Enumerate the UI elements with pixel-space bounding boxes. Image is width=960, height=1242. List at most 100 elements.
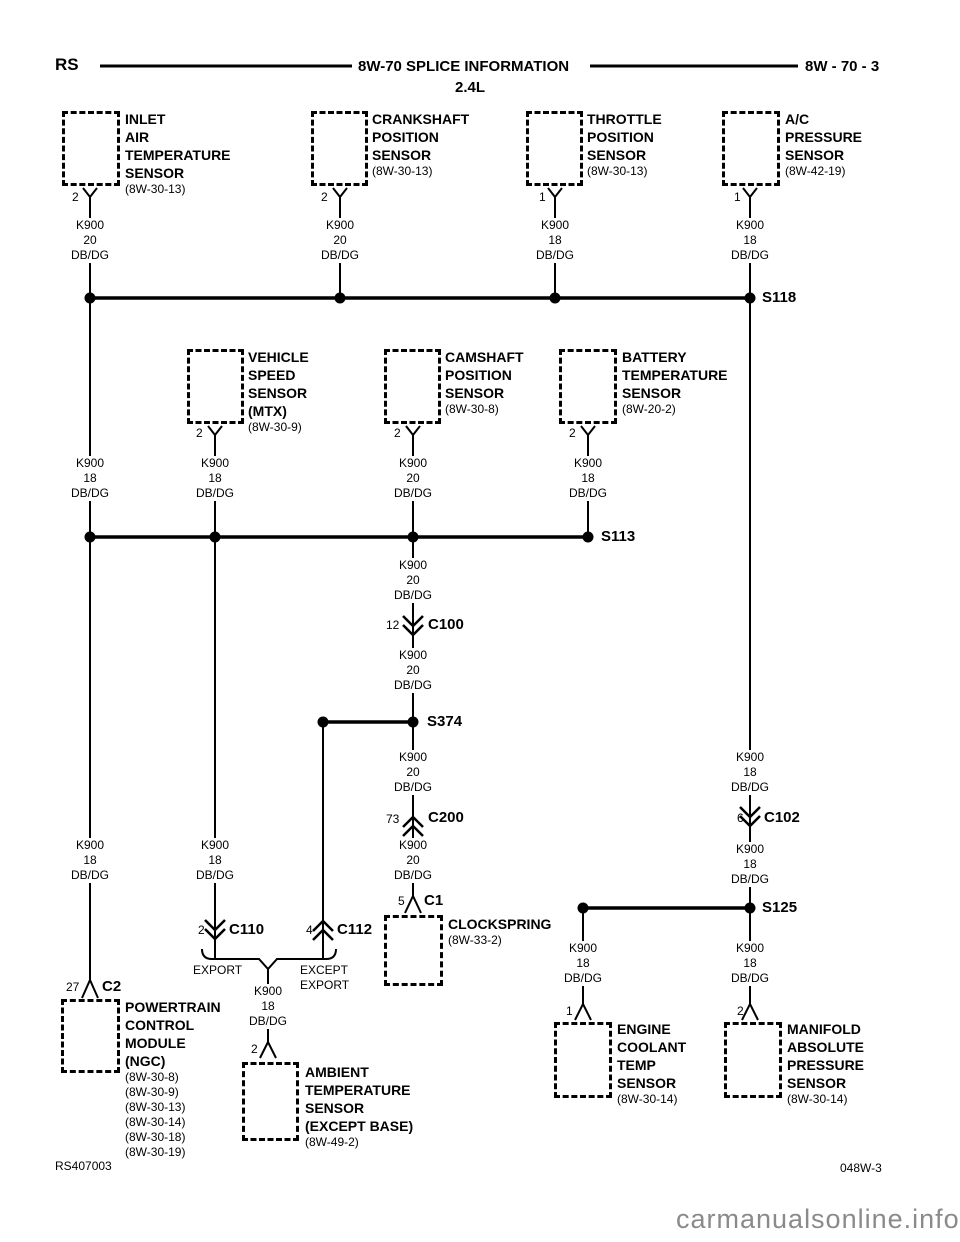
component-label-ambient-temperature-sensor: AMBIENT TEMPERATURE SENSOR (EXCEPT BASE)…: [305, 1064, 414, 1149]
page-number: 8W - 70 - 3: [805, 58, 880, 75]
page-subtitle: 2.4L: [455, 79, 486, 96]
component-ref: (8W-30-9): [125, 1085, 179, 1099]
wire-circuit: K900: [390, 750, 436, 765]
pin-number: 27: [66, 980, 80, 994]
component-ref: (8W-30-13): [372, 164, 433, 178]
c100-chevron-icon: [402, 615, 424, 628]
component-box-manifold-absolute-pressure-sensor: [724, 1022, 782, 1098]
component-label-camshaft-position-sensor: CAMSHAFT POSITION SENSOR (8W-30-8): [445, 349, 524, 416]
c102-chevron-icon: [739, 806, 761, 819]
wire-circuit: K900: [727, 842, 773, 857]
component-box-battery-temperature-sensor: [559, 349, 617, 424]
pin-number: 1: [734, 190, 741, 204]
connector-label-c112: C112: [337, 921, 373, 938]
pin-number: 73: [386, 812, 400, 826]
wire-circuit: K900: [390, 648, 436, 663]
pin-number: 1: [539, 190, 546, 204]
footer-right-code: 048W-3: [840, 1161, 882, 1175]
pin-number: 6: [737, 811, 744, 825]
wire-gauge: 18: [727, 233, 773, 248]
c200-chevron-icon: [402, 815, 424, 828]
component-label-engine-coolant-temp-sensor: ENGINE COOLANT TEMP SENSOR (8W-30-14): [617, 1021, 687, 1106]
footer-left-code: RS407003: [55, 1159, 112, 1173]
wire-circuit: K900: [727, 941, 773, 956]
component-label-battery-temperature-sensor: BATTERY TEMPERATURE SENSOR (8W-20-2): [622, 349, 728, 416]
wire-color: DB/DG: [727, 872, 773, 887]
wire-gauge: 20: [390, 663, 436, 678]
pin-number: 2: [737, 1004, 744, 1018]
component-ref: (8W-33-2): [448, 933, 502, 947]
wire-circuit: K900: [67, 838, 113, 853]
pin-number: 2: [72, 190, 79, 204]
connector-label-c100: C100: [428, 616, 464, 633]
splice-label-s113: S113: [601, 528, 636, 545]
wire-color: DB/DG: [192, 868, 238, 883]
component-box-camshaft-position-sensor: [384, 349, 441, 424]
c112-chevron-icon: [312, 919, 334, 932]
component-ref: (8W-30-8): [125, 1070, 179, 1084]
component-box-clockspring: [384, 915, 443, 986]
wire-circuit: K900: [565, 456, 611, 471]
wire-color: DB/DG: [390, 486, 436, 501]
wire-circuit: K900: [317, 218, 363, 233]
component-label-vehicle-speed-sensor: VEHICLE SPEED SENSOR (MTX) (8W-30-9): [248, 349, 309, 434]
wire-gauge: 18: [727, 956, 773, 971]
wire-color: DB/DG: [727, 780, 773, 795]
component-label-throttle-position-sensor: THROTTLE POSITION SENSOR (8W-30-13): [587, 111, 662, 178]
component-ref: (8W-30-18): [125, 1130, 186, 1144]
component-label-crankshaft-position-sensor: CRANKSHAFT POSITION SENSOR (8W-30-13): [372, 111, 470, 178]
component-label-inlet-air-temperature-sensor: INLET AIR TEMPERATURE SENSOR (8W-30-13): [125, 111, 231, 196]
splice-label-s118: S118: [762, 289, 797, 306]
wire-gauge: 20: [390, 765, 436, 780]
component-label-clockspring: CLOCKSPRING (8W-33-2): [448, 916, 552, 947]
component-ref: (8W-49-2): [305, 1135, 359, 1149]
pin-fork-down-icons: [81, 893, 759, 1059]
component-ref: (8W-30-9): [248, 420, 302, 434]
variant-label-except-export: EXCEPT EXPORT: [300, 963, 350, 992]
component-ref: (8W-30-13): [125, 182, 186, 196]
splice-label-s374: S374: [427, 713, 463, 730]
component-ref: (8W-30-14): [617, 1092, 678, 1106]
wire-color: DB/DG: [727, 971, 773, 986]
wire-color: DB/DG: [727, 248, 773, 263]
component-box-ambient-temperature-sensor: [242, 1062, 299, 1141]
component-box-engine-coolant-temp-sensor: [554, 1022, 612, 1098]
wire-color: DB/DG: [390, 588, 436, 603]
connector-label-c1: C1: [424, 892, 444, 909]
wire-gauge: 18: [532, 233, 578, 248]
wire-gauge: 20: [390, 573, 436, 588]
wire-circuit: K900: [192, 838, 238, 853]
variant-merge-brace-icon: [201, 948, 337, 971]
watermark: carmanualsonline.info: [676, 1204, 960, 1234]
wire-circuit: K900: [192, 456, 238, 471]
c110-chevron-icon: [204, 919, 226, 932]
component-box-inlet-air-temperature-sensor: [62, 111, 120, 186]
wire-gauge: 18: [245, 999, 291, 1014]
splice-dot-icons: [84, 292, 756, 914]
wire-circuit: K900: [560, 941, 606, 956]
wire-circuit: K900: [532, 218, 578, 233]
wire-color: DB/DG: [245, 1014, 291, 1029]
wire-color: DB/DG: [67, 486, 113, 501]
wire-circuit: K900: [67, 218, 113, 233]
component-label-manifold-absolute-pressure-sensor: MANIFOLD ABSOLUTE PRESSURE SENSOR (8W-30…: [787, 1021, 865, 1106]
connector-chevron-icons: [204, 615, 761, 941]
pin-fork-up-icons: [82, 187, 758, 437]
pin-number: 4: [306, 923, 313, 937]
splice-buses: [90, 296, 750, 910]
wire-circuit: K900: [390, 456, 436, 471]
pin-number: 2: [321, 190, 328, 204]
splice-label-s125: S125: [762, 899, 798, 916]
pin-number: 2: [198, 923, 205, 937]
